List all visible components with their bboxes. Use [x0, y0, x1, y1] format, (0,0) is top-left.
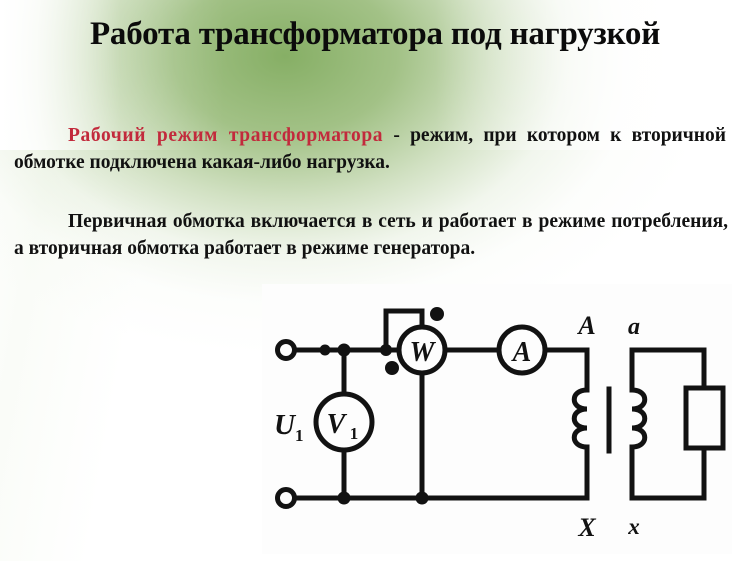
- primary-top-terminal-label: A: [576, 311, 595, 340]
- page-title: Работа трансформатора под нагрузкой: [89, 16, 661, 52]
- wattmeter-body: [396, 324, 448, 376]
- polarity-dot-current-coil: [430, 307, 444, 321]
- wire-load-top: [629, 347, 707, 391]
- paragraph-definition: Рабочий режим трансформатора - режим, пр…: [14, 122, 726, 176]
- definition-rest: - режим, при котором к вторичной обмотке…: [14, 125, 726, 173]
- secondary-bottom-terminal-label: x: [627, 514, 640, 539]
- junction-dot-4: [337, 491, 351, 505]
- junction-dot-5: [415, 491, 429, 505]
- junction-dot-2: [337, 343, 351, 357]
- input-terminals: [275, 339, 297, 509]
- load-resistor: [683, 385, 726, 451]
- wire-wattmeter-voltage-coil: [383, 308, 425, 353]
- paragraph-operation: Первичная обмотка включается в сеть и ра…: [14, 211, 728, 259]
- ammeter-label: A: [511, 337, 532, 368]
- wire-load-bottom: [629, 445, 707, 501]
- meters: [313, 324, 548, 453]
- ammeter-body: [496, 324, 548, 376]
- secondary-top-terminal-label: a: [628, 314, 640, 340]
- junction-dots: [319, 307, 444, 505]
- circuit-diagram-figure: W A V 1 U 1 A a X x: [262, 284, 732, 554]
- junction-dot-1: [319, 344, 331, 356]
- circuit-diagram-svg: W A V 1 U 1 A a X x: [262, 284, 732, 554]
- definition-term: Рабочий режим трансформатора: [68, 125, 384, 146]
- polarity-dot-voltage-coil: [385, 361, 399, 375]
- voltmeter-label-subscript: 1: [350, 424, 359, 443]
- source-voltage-label: U: [274, 409, 297, 441]
- voltmeter-body: [313, 391, 375, 453]
- wattmeter-label: W: [410, 337, 437, 368]
- primary-winding-coil: [571, 387, 590, 450]
- terminal-top-icon: [275, 339, 297, 361]
- terminal-bottom-icon: [275, 487, 297, 509]
- junction-dot-3: [380, 344, 392, 356]
- primary-bottom-terminal-label: X: [577, 513, 596, 542]
- source-voltage-subscript: 1: [295, 426, 304, 445]
- voltmeter-label: V: [327, 409, 348, 440]
- secondary-winding-coil: [629, 387, 648, 450]
